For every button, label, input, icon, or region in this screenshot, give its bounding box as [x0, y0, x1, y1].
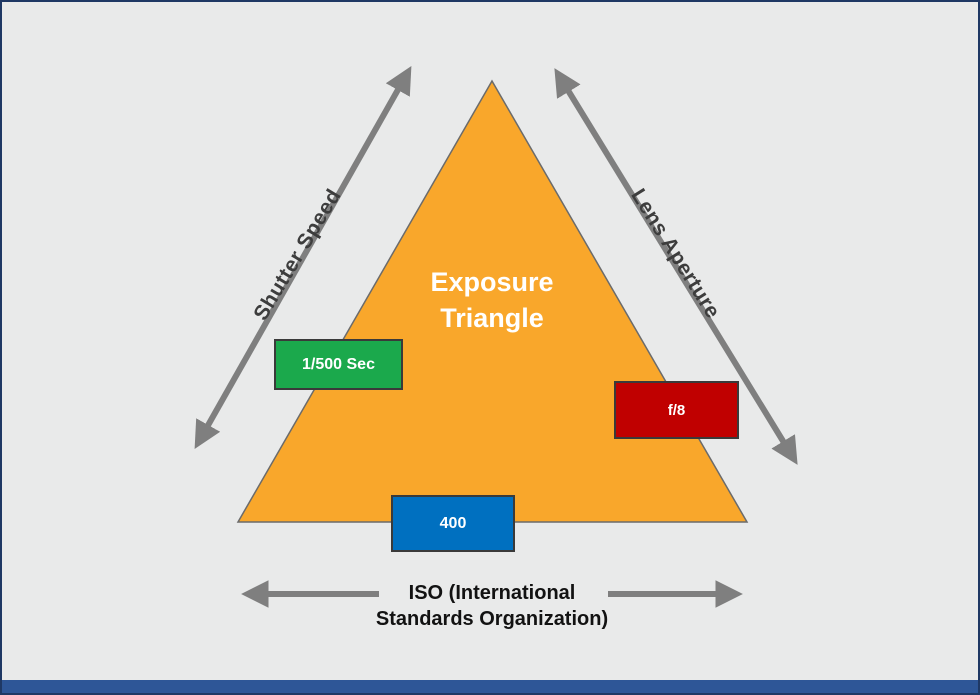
- shutter-speed-value-box: 1/500 Sec: [274, 339, 403, 390]
- diagram-title: Exposure Triangle: [430, 267, 554, 334]
- bottom-accent-bar: [2, 680, 978, 693]
- iso-axis-label: ISO (International Standards Organizatio…: [375, 582, 609, 630]
- lens-aperture-arrow: [554, 68, 798, 465]
- lens-aperture-value-box: f/8: [614, 381, 739, 439]
- shutter-speed-arrow: [194, 65, 412, 450]
- iso-value-box: 400: [391, 495, 515, 552]
